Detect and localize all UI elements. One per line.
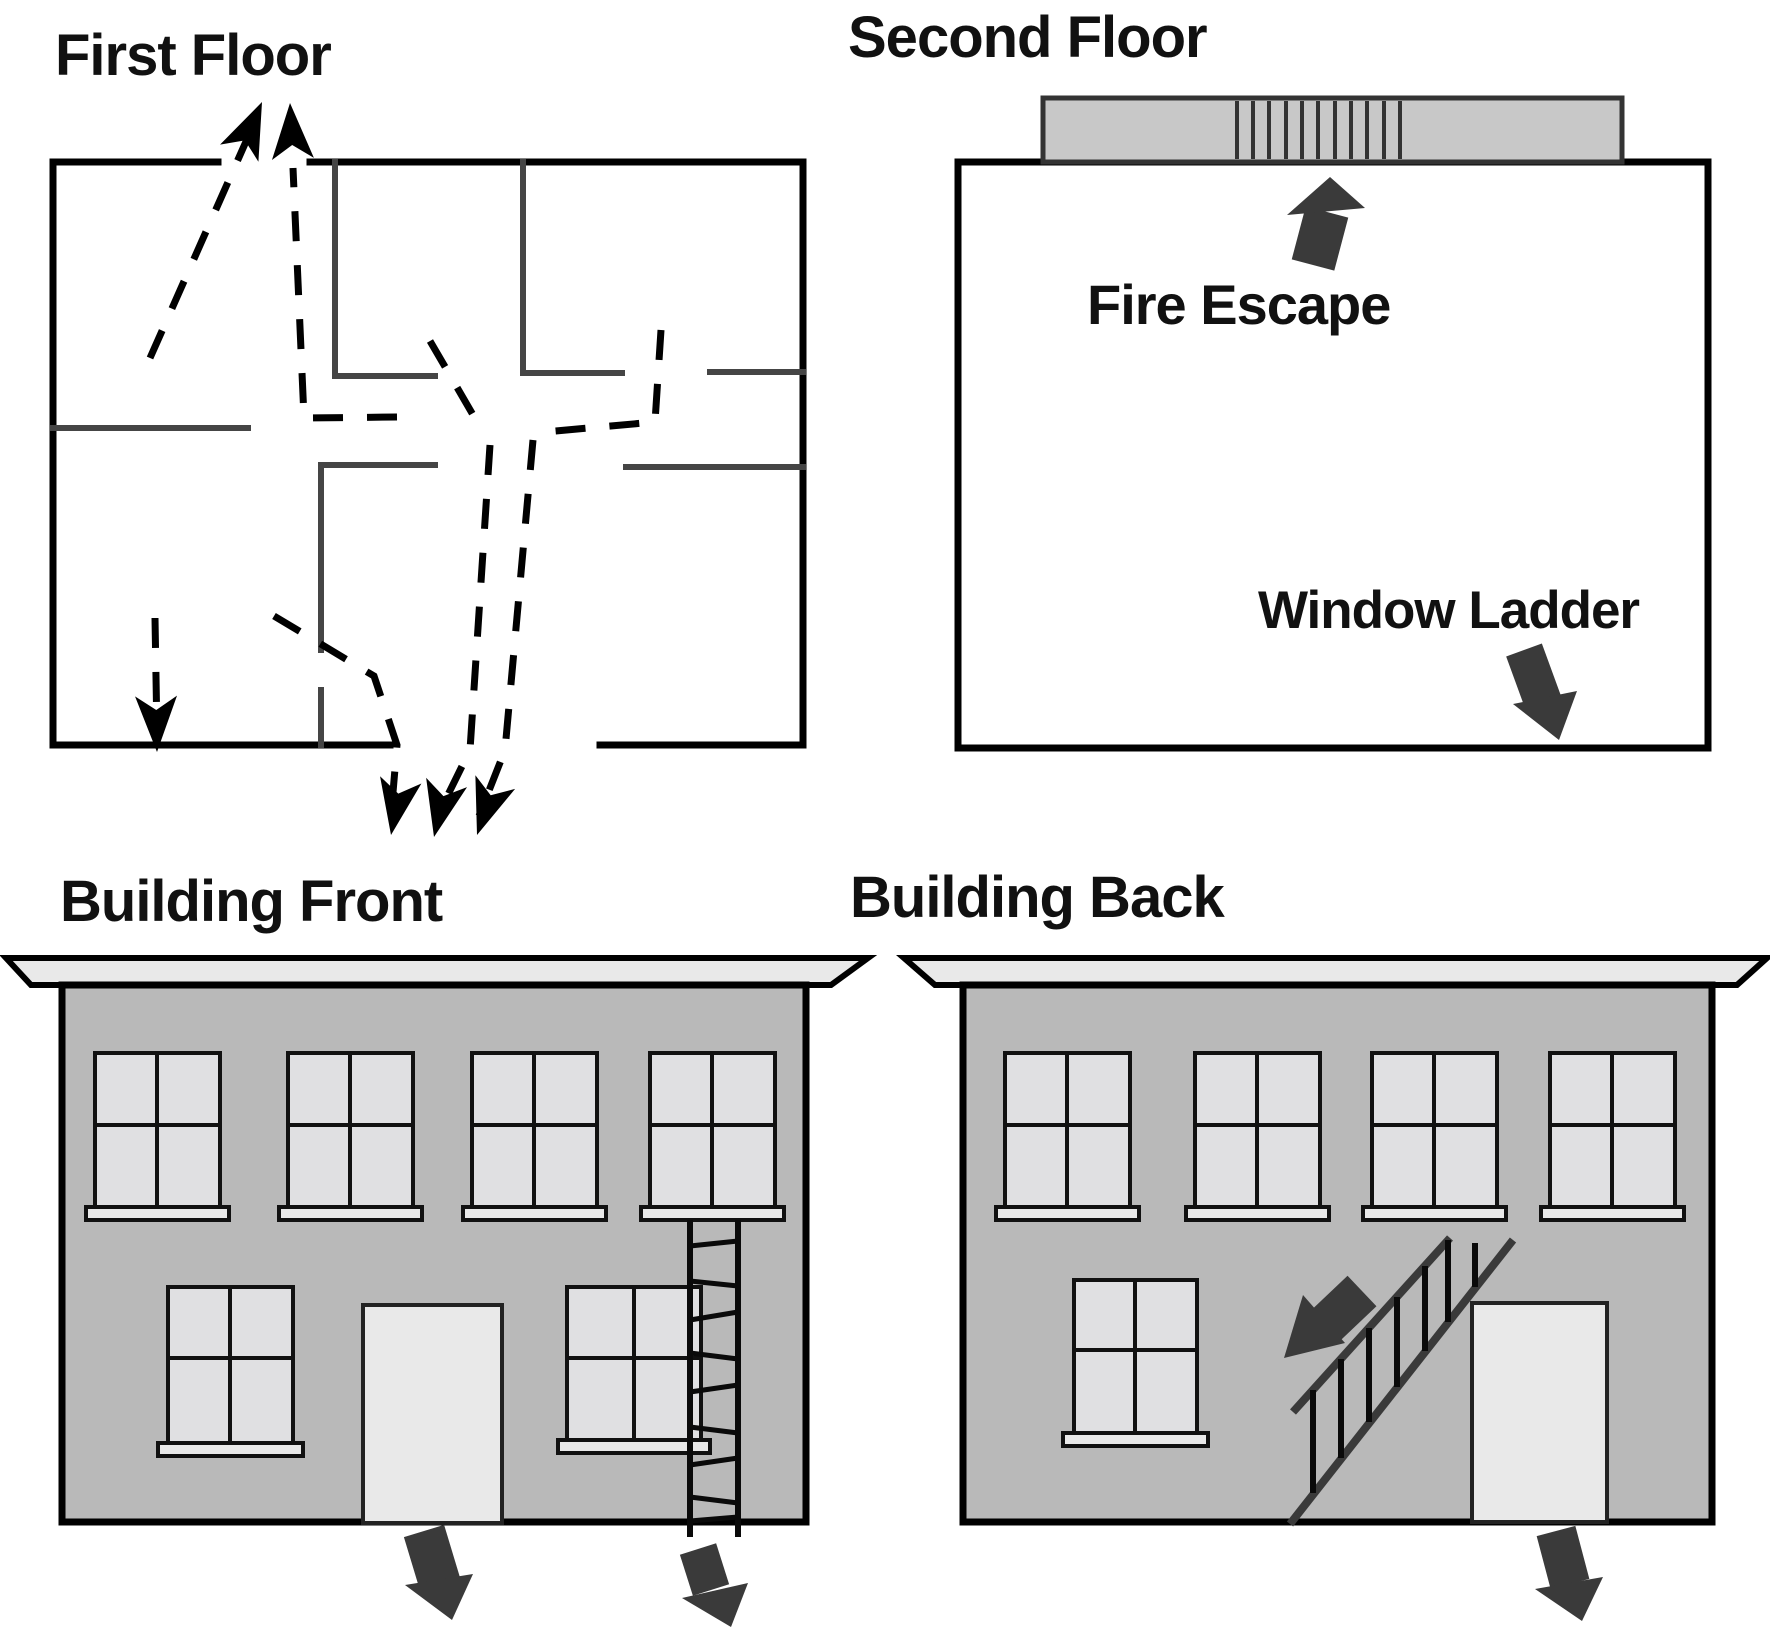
front-ladder-exit-arrow-icon (679, 1543, 748, 1627)
front-door (361, 1303, 504, 1525)
window (1184, 1051, 1331, 1222)
window (461, 1051, 608, 1222)
window-ladder-label: Window Ladder (1258, 581, 1640, 640)
balcony-hatch-lines (1235, 101, 1402, 159)
back-lower-window (1061, 1278, 1210, 1448)
front-roof (0, 955, 878, 988)
back-stairs-arrow-icon (1284, 1275, 1377, 1358)
front-door-exit-arrow-icon (403, 1524, 473, 1620)
back-door-exit-arrow-icon (1535, 1525, 1603, 1621)
window (277, 1051, 424, 1222)
window (1361, 1051, 1508, 1222)
fire-escape-label: Fire Escape (1087, 273, 1391, 336)
down-arrow-icon (426, 777, 468, 837)
window (1539, 1051, 1686, 1222)
building-back-title: Building Back (850, 865, 1225, 930)
back-door (1470, 1301, 1609, 1524)
building-front-title: Building Front (60, 869, 443, 934)
window (639, 1051, 786, 1222)
down-arrow-icon (380, 776, 422, 835)
window (556, 1285, 712, 1455)
escape-route-arrowheads (135, 102, 516, 837)
fire-escape-arrow-icon (1287, 177, 1365, 271)
down-arrow-icon (475, 775, 516, 835)
building-front (0, 955, 878, 1627)
back-upper-windows (994, 1051, 1686, 1222)
plan-outer-wall (49, 158, 807, 749)
window (994, 1051, 1141, 1222)
plan-interior-walls (50, 159, 806, 748)
fire-escape-balcony (1040, 95, 1625, 165)
down-arrow-icon (135, 695, 178, 752)
back-fire-escape-stairs (1286, 1235, 1517, 1527)
back-roof (895, 955, 1770, 988)
front-fire-escape-ladder (687, 1220, 741, 1537)
window (84, 1051, 231, 1222)
window-ladder-arrow-icon (1506, 643, 1577, 740)
window (156, 1285, 305, 1458)
building-back (895, 955, 1770, 1621)
first-floor-plan (49, 102, 807, 837)
first-floor-title: First Floor (55, 23, 332, 88)
front-upper-windows (84, 1051, 786, 1222)
second-floor-title: Second Floor (848, 5, 1208, 70)
up-arrow-icon (271, 103, 314, 161)
up-arrow-icon (220, 102, 262, 162)
second-floor-plan (954, 95, 1712, 752)
front-lower-windows (156, 1285, 712, 1458)
escape-routes (146, 135, 665, 819)
